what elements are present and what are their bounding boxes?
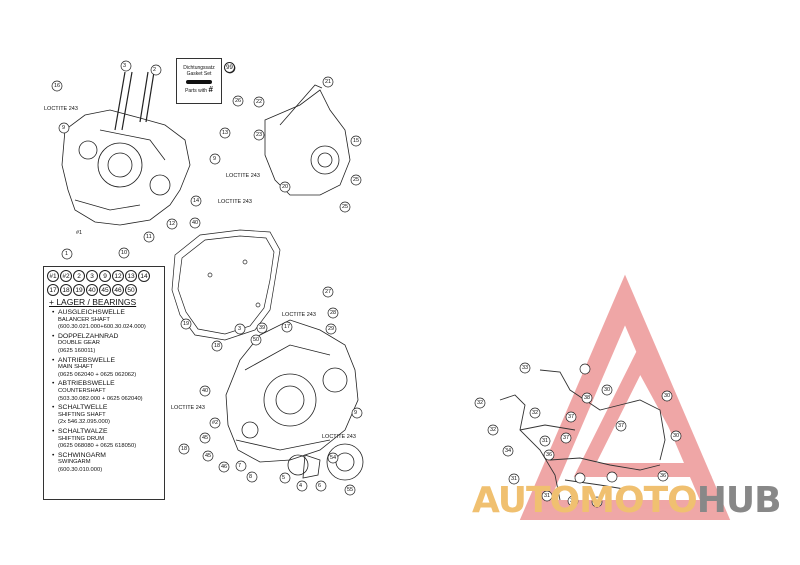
callout-label: 31 — [511, 476, 518, 482]
callout-markers-lower — [178, 286, 363, 496]
loctite-label: LOCTITE 243 — [171, 405, 205, 411]
callout-label: 4 — [299, 483, 303, 489]
callout-label: 9 — [62, 125, 66, 131]
callout-label: 25 — [353, 177, 360, 183]
gasket-icon — [186, 80, 212, 84]
oil-line-assembly — [499, 369, 666, 501]
callout-label: 33 — [522, 365, 529, 371]
callout-label: 36 — [546, 452, 553, 458]
upper-crankcase-half — [61, 109, 191, 226]
callout-label: 36 — [660, 473, 667, 479]
callout-label: 22 — [256, 99, 263, 105]
loctite-label: LOCTITE 243 — [226, 173, 260, 179]
gasket-set-box: Dichtungssatz Gasket Set Parts with # — [176, 58, 222, 104]
callout-label: 32 — [532, 410, 539, 416]
callout-label: 39 — [259, 325, 266, 331]
callout-markers-upper — [51, 60, 362, 260]
gasket-box-line2: Gasket Set — [186, 71, 212, 77]
lower-crankcase-half — [225, 319, 359, 463]
callout-label: 46 — [221, 464, 228, 470]
callout-label: 50 — [253, 337, 260, 343]
callout-label: 54 — [330, 455, 337, 461]
callout-label: 37 — [568, 414, 575, 420]
callout-label: 5 — [282, 475, 286, 481]
callout-label: 45 — [202, 435, 209, 441]
callout-label: 3 — [238, 326, 242, 332]
callout-label: 25 — [342, 204, 349, 210]
callout-label: 2 — [153, 67, 157, 73]
callout-label: 28 — [330, 310, 337, 316]
crankcase-gasket — [171, 229, 281, 341]
callout-label: 18 — [181, 446, 188, 452]
callout-label: 9 — [213, 156, 217, 162]
callout-label: 12 — [169, 221, 176, 227]
callout-label: 30 — [664, 393, 671, 399]
callout-label: 6 — [318, 483, 322, 489]
callout-label: 10 — [121, 250, 128, 256]
callout-label: 55 — [347, 487, 354, 493]
callout-label: 16 — [54, 83, 61, 89]
callout-label: 3 — [123, 63, 127, 69]
cylinder-stud-pair — [114, 71, 155, 131]
callout-label: 8 — [249, 474, 253, 480]
callout-label: 34 — [505, 448, 512, 454]
clutch-cover — [264, 84, 351, 196]
callout-label: 20 — [282, 184, 289, 190]
callout-label: 15 — [353, 138, 360, 144]
callout-label: 45 — [205, 453, 212, 459]
callout-label: 31 — [544, 493, 551, 499]
loctite-label: LOCTITE 243 — [44, 106, 78, 112]
callout-label: 23 — [256, 132, 263, 138]
callout-label: 37 — [618, 423, 625, 429]
legend-title: + LAGER / BEARINGS — [49, 297, 137, 307]
callout-label: 11 — [146, 234, 152, 240]
callout-99: 99 — [224, 62, 235, 73]
callout-label: 21 — [325, 79, 332, 85]
callout-label: 32 — [477, 400, 484, 406]
watermark-triangle-icon — [519, 274, 731, 520]
callout-label: 30 — [673, 433, 680, 439]
callout-markers-right — [474, 362, 682, 508]
callout-label: 9 — [354, 410, 358, 416]
loctite-label: LOCTITE 243 — [322, 434, 356, 440]
callout-label: 31 — [594, 499, 601, 505]
callout-label: 37 — [563, 435, 570, 441]
callout-label: 31 — [570, 498, 577, 504]
watermark-logo: AUTOMOTOHUB — [472, 480, 782, 521]
callout-label: 17 — [284, 324, 291, 330]
callout-label: 31 — [542, 438, 549, 444]
callout-label: 14 — [193, 198, 200, 204]
callout-label: 19 — [183, 321, 190, 327]
callout-label: #2 — [212, 420, 219, 426]
callout-label: #1 — [76, 230, 83, 236]
lower-cover-and-oring — [287, 443, 364, 481]
callout-label: 1 — [65, 251, 69, 257]
loctite-label: LOCTITE 243 — [282, 312, 316, 318]
gasket-box-line3: Parts with # — [185, 85, 213, 95]
callout-label: 40 — [202, 388, 209, 394]
callout-label: 29 — [328, 326, 335, 332]
callout-label: 30 — [604, 387, 611, 393]
callout-label: 40 — [192, 220, 199, 226]
loctite-label: LOCTITE 243 — [218, 199, 252, 205]
callout-label: 27 — [325, 289, 332, 295]
callout-label: 7 — [238, 463, 242, 469]
callout-label: 26 — [235, 98, 242, 104]
callout-label: 13 — [222, 130, 229, 136]
callout-label: 38 — [584, 395, 591, 401]
legend-item: ABTRIEBSWELLECOUNTERSHAFT(503.30.082.000… — [52, 380, 164, 403]
gasket-box-line1: Dichtungssatz — [183, 65, 215, 71]
callout-label: 32 — [490, 427, 497, 433]
callout-label: 18 — [214, 343, 221, 349]
